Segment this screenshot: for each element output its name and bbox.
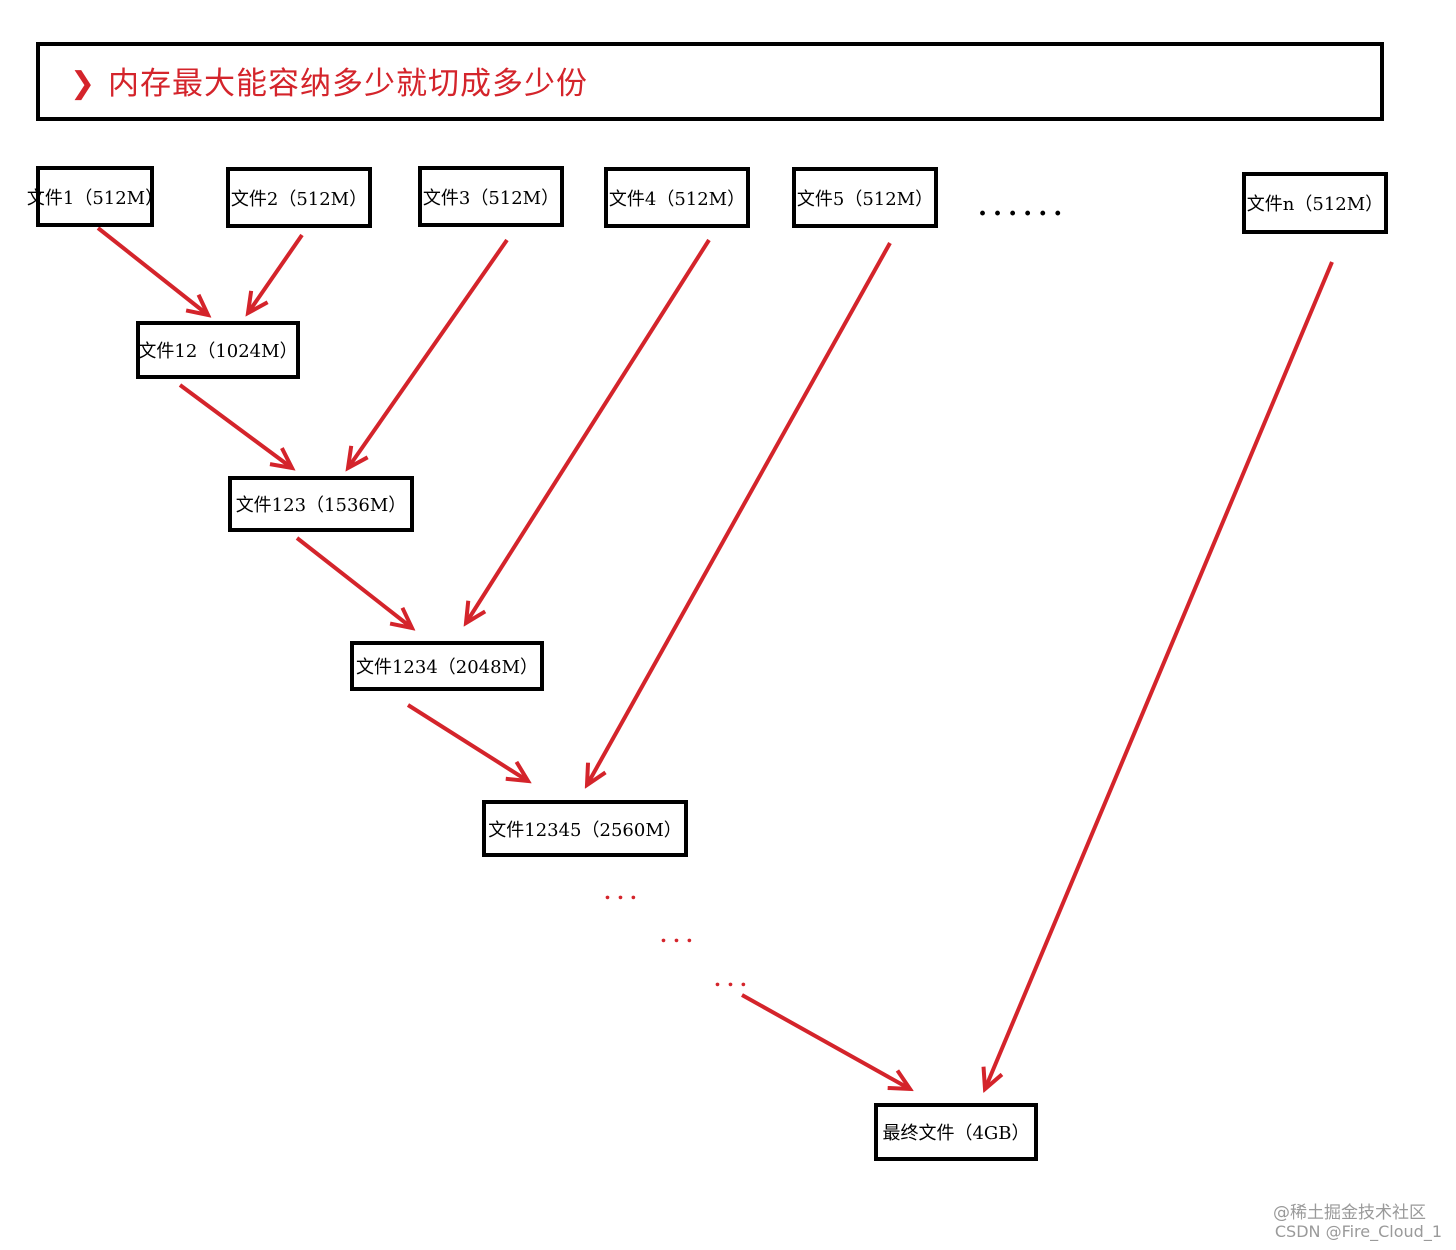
header-box: ❯ 内存最大能容纳多少就切成多少份 xyxy=(36,42,1384,121)
arrow-f2-f12 xyxy=(248,233,304,313)
watermark-juejin: @稀土掘金技术社区 xyxy=(1273,1203,1426,1223)
node-file-n: 文件n（512M） xyxy=(1242,172,1388,234)
node-file-12: 文件12（1024M） xyxy=(136,321,300,379)
node-file-3: 文件3（512M） xyxy=(418,166,564,227)
watermark-csdn: CSDN @Fire_Cloud_1 xyxy=(1274,1222,1442,1241)
ellipsis-red-1: ... xyxy=(604,880,643,904)
ellipsis-red-2: ... xyxy=(660,923,699,947)
node-file-123: 文件123（1536M） xyxy=(228,476,414,532)
node-file-2: 文件2（512M） xyxy=(226,167,372,228)
header-title: 内存最大能容纳多少就切成多少份 xyxy=(108,66,588,102)
node-file-1: 文件1（512M） xyxy=(27,166,163,227)
arrow-mid-final xyxy=(741,993,910,1089)
node-file-12345: 文件12345（2560M） xyxy=(482,800,688,857)
node-file-1234: 文件1234（2048M） xyxy=(350,641,544,691)
arrow-f5-f12345 xyxy=(587,242,892,785)
chevron-right-icon: ❯ xyxy=(70,66,96,101)
node-file-4: 文件4（512M） xyxy=(604,167,750,228)
arrow-f4-f1234 xyxy=(466,238,711,623)
arrow-f12-f123 xyxy=(178,383,292,468)
ellipsis-top: ...... xyxy=(978,192,1069,222)
node-file-5: 文件5（512M） xyxy=(792,167,938,228)
arrow-f1234-f12345 xyxy=(406,703,528,781)
node-final-file: 最终文件（4GB） xyxy=(874,1103,1038,1161)
arrow-f3-f123 xyxy=(348,238,509,468)
arrow-f123-f1234 xyxy=(295,536,412,628)
arrow-fn-final xyxy=(985,261,1334,1089)
ellipsis-red-3: ... xyxy=(714,967,753,991)
arrow-f1-f12 xyxy=(96,226,208,315)
